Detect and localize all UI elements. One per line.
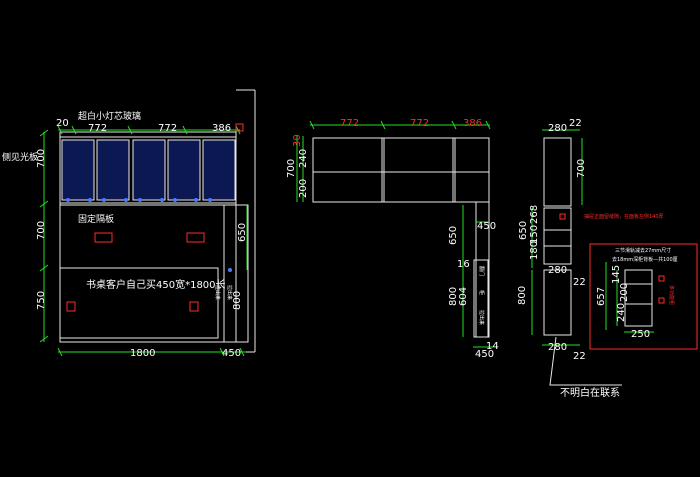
bottom-dim-ticks — [57, 347, 245, 357]
middle-dim-772b: 772 — [410, 118, 429, 129]
middle-dim-386: 386 — [463, 118, 482, 129]
dim-top-386: 386 — [212, 123, 231, 134]
side-upper-box — [543, 137, 572, 207]
detail-marker-1 — [658, 275, 665, 282]
detail-marker-2 — [658, 297, 665, 304]
desk-marker-right — [189, 301, 199, 312]
middle-upper-box — [312, 137, 490, 203]
upper-cabinet-row — [59, 136, 237, 204]
footer-note: 不明白在联系 — [560, 386, 620, 399]
middle-dim-772a: 772 — [340, 118, 359, 129]
middle-door-note2: 柜 — [478, 290, 485, 295]
side-dim-700: 700 — [576, 159, 587, 178]
middle-dim-bottom-14: 14 — [486, 341, 499, 352]
dim-top-772a: 772 — [88, 123, 107, 134]
detail-drawer-box — [624, 269, 653, 327]
side-dim-280-bot: 280 — [548, 342, 567, 353]
middle-elevation: 翻门 柜 拉出来 772 772 386 30 240 200 700 450 … — [286, 118, 499, 360]
dim-right-800: 800 — [232, 291, 243, 310]
detail-frame — [589, 243, 698, 350]
glass-door-1 — [61, 139, 95, 201]
top-dim-ticks — [57, 125, 241, 135]
middle-door-panel — [473, 259, 489, 338]
side-dim-150: 150 — [529, 225, 540, 244]
side-dim-650: 650 — [518, 221, 529, 240]
side-dim-180: 180 — [529, 241, 540, 260]
middle-dim-30: 30 — [292, 134, 303, 147]
detail-dim-250: 250 — [631, 329, 650, 340]
drawer-detail: 三节滑轨减去27mm尺寸 去18mm深柜背板—共100厘 多功能柜 145 20… — [589, 243, 698, 350]
middle-dim-604: 604 — [458, 287, 469, 306]
side-lower-box — [543, 269, 572, 336]
middle-dim-200: 200 — [298, 179, 309, 198]
middle-dim-800: 800 — [448, 287, 459, 306]
dim-top-20: 20 — [56, 118, 69, 129]
side-panel-note: 侧见光板 — [2, 151, 38, 163]
top-glass-note: 超白小灯芯玻璃 — [78, 110, 141, 122]
side-dim-280-mid: 280 — [548, 265, 567, 276]
dim-left-700b: 700 — [36, 221, 47, 240]
middle-top-ticks — [309, 120, 491, 130]
dim-bottom-450: 450 — [222, 348, 241, 359]
side-drawer-note: 拉出来 — [226, 285, 233, 300]
middle-pull-note: 拉出来 — [478, 310, 485, 325]
drawer-note: 拉出来 — [214, 285, 221, 300]
desk-box — [59, 267, 219, 339]
side-dim-800: 800 — [517, 286, 528, 305]
side-knob — [228, 268, 232, 272]
leader-line — [549, 336, 622, 386]
detail-dim-657: 657 — [596, 287, 607, 306]
detail-side-note: 多功能柜 — [668, 285, 675, 305]
side-dim-22-bot: 22 — [573, 351, 586, 362]
desk-note: 书桌客户自己买450宽*1800长 — [86, 278, 226, 291]
dim-left-700a: 700 — [36, 149, 47, 168]
shelf-bracket-left — [94, 232, 113, 243]
side-red-note: 抽屉正面留缝隙，在面板左侧140厚 — [584, 213, 664, 220]
side-red-marker — [559, 213, 566, 220]
middle-dim-650: 650 — [448, 226, 459, 245]
side-elevation: 280 22 700 650 268 150 180 280 22 抽屉正面留缝… — [517, 118, 664, 362]
left-dim-ticks — [39, 129, 49, 343]
side-dim-280-top: 280 — [548, 123, 567, 134]
front-elevation: 超白小灯芯玻璃 侧见光板 固定隔板 书桌客户自己买450宽*1800长 拉出来 … — [2, 89, 256, 359]
dim-bottom-1800: 1800 — [130, 348, 155, 359]
side-dim-268: 268 — [529, 205, 540, 224]
glass-door-4 — [167, 139, 201, 201]
detail-title-note: 三节滑轨减去27mm尺寸 — [615, 247, 671, 254]
fixed-shelf-note: 固定隔板 — [78, 213, 114, 225]
middle-dim-450: 450 — [477, 221, 496, 232]
side-panel — [235, 204, 249, 343]
detail-dim-145: 145 — [611, 265, 622, 284]
glass-door-2 — [96, 139, 130, 201]
top-corner-marker — [235, 123, 244, 132]
glass-door-5 — [202, 139, 236, 201]
middle-dim-16: 16 — [457, 259, 470, 270]
dim-top-772b: 772 — [158, 123, 177, 134]
hinge-dots — [66, 198, 212, 202]
middle-door-note: 翻门 — [478, 266, 485, 276]
side-mid-box — [543, 207, 572, 265]
detail-sub-note: 去18mm深柜背板—共100厘 — [612, 256, 678, 263]
middle-dim-240: 240 — [298, 149, 309, 168]
detail-dim-240: 240 — [616, 303, 627, 322]
side-dim-22-top: 22 — [569, 118, 582, 129]
detail-dim-200: 200 — [619, 283, 630, 302]
glass-door-3 — [132, 139, 166, 201]
dim-right-650: 650 — [237, 223, 248, 242]
dim-left-750: 750 — [36, 291, 47, 310]
side-dim-22-mid: 22 — [573, 277, 586, 288]
middle-dim-bottom-450: 450 — [475, 349, 494, 360]
middle-dim-700: 700 — [286, 159, 297, 178]
shelf-bracket-right — [186, 232, 205, 243]
desk-marker-left — [66, 301, 76, 312]
side-column — [223, 204, 237, 343]
